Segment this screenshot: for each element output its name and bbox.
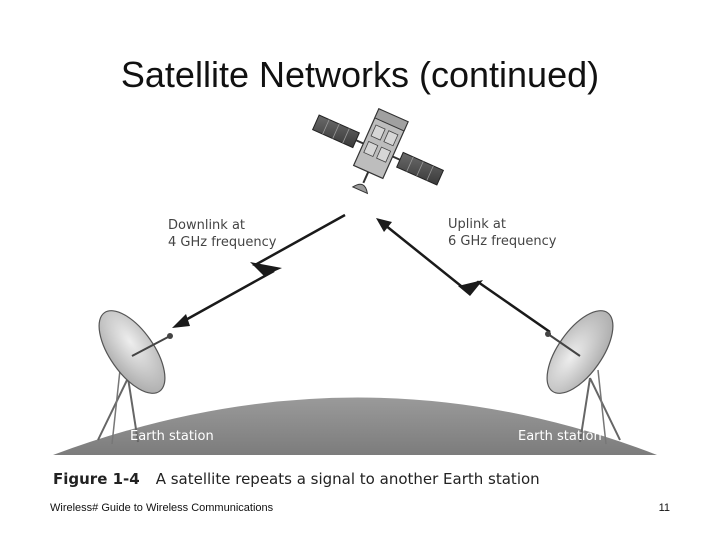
earth-surface [53, 397, 657, 455]
left-dish-icon [97, 310, 173, 445]
uplink-arrowhead [376, 218, 392, 232]
figure-caption-text: A satellite repeats a signal to another … [155, 470, 540, 488]
slide-title: Satellite Networks (continued) [120, 54, 600, 95]
uplink-label-line1: Uplink at [448, 217, 506, 232]
right-dish-icon [545, 310, 621, 445]
downlink-arrowhead [172, 314, 190, 328]
footer-course: Wireless# Guide to Wireless Communicatio… [50, 502, 274, 514]
satellite-icon [311, 107, 445, 195]
page-number: 11 [658, 502, 670, 514]
uplink-bolt-icon [458, 280, 483, 296]
downlink-bolt-icon [250, 262, 282, 276]
left-station-label: Earth station [130, 429, 214, 444]
downlink-label-line2: 4 GHz frequency [168, 235, 277, 250]
right-station-label: Earth station [518, 429, 602, 444]
uplink-label-line2: 6 GHz frequency [448, 234, 557, 249]
downlink-label-line1: Downlink at [168, 218, 245, 233]
figure-caption: Figure 1-4 A satellite repeats a signal t… [53, 470, 540, 488]
figure-number: Figure 1-4 [53, 470, 140, 488]
